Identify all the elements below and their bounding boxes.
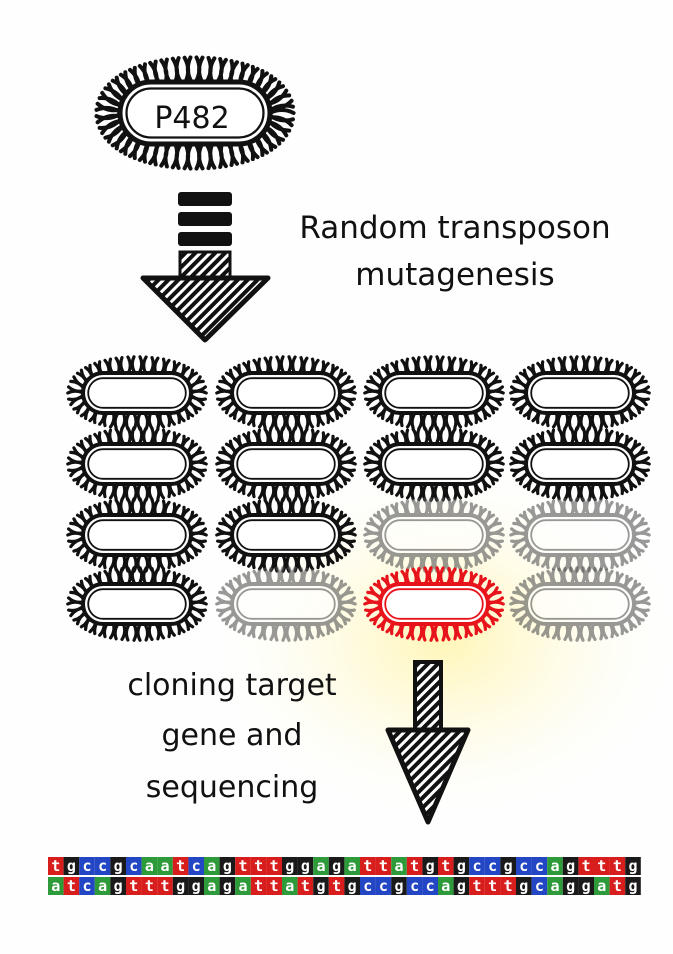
base-letter: c	[410, 877, 419, 895]
base-letter: a	[207, 857, 216, 875]
base-letter: a	[51, 877, 60, 895]
base-letter: t	[504, 877, 513, 895]
base-letter: g	[192, 877, 201, 895]
base-letter: t	[301, 877, 310, 895]
mutagenesis-label-line1: Random transposon	[299, 210, 610, 246]
base-letter: c	[129, 857, 138, 875]
base-letter: t	[472, 877, 481, 895]
base-letter: a	[316, 857, 325, 875]
base-letter: g	[223, 857, 232, 875]
base-letter: c	[82, 877, 91, 895]
base-letter: g	[457, 857, 466, 875]
base-letter: a	[394, 857, 403, 875]
base-letter: a	[441, 877, 450, 895]
base-letter: c	[535, 877, 544, 895]
base-letter: t	[160, 877, 169, 895]
base-letter: c	[488, 857, 497, 875]
base-letter: g	[223, 877, 232, 895]
mutagenesis-arrow	[143, 192, 268, 340]
base-letter: t	[441, 857, 450, 875]
base-letter: c	[519, 857, 528, 875]
base-letter: g	[566, 857, 575, 875]
base-letter: t	[613, 877, 622, 895]
cloning-label-line2: gene and	[162, 718, 303, 753]
base-letter: g	[426, 857, 435, 875]
base-letter: a	[145, 857, 154, 875]
base-letter: g	[114, 857, 123, 875]
mutant-cell-r1-c0	[68, 428, 206, 500]
cloning-label-line3: sequencing	[146, 770, 319, 805]
base-letter: a	[550, 877, 559, 895]
base-letter: t	[597, 857, 606, 875]
base-letter: t	[238, 857, 247, 875]
base-letter: t	[176, 857, 185, 875]
mutant-cell-r0-c3	[511, 357, 649, 429]
mutant-cell-r0-c2	[365, 357, 503, 429]
cloning-label-line1: cloning target	[127, 668, 337, 703]
base-letter: g	[582, 877, 591, 895]
mutagenesis-label-line2: mutagenesis	[355, 257, 554, 293]
mutant-cell-r0-c1	[217, 357, 355, 429]
base-letter: a	[207, 877, 216, 895]
base-letter: t	[51, 857, 60, 875]
mutant-cell-r3-c0	[68, 568, 206, 640]
base-letter: g	[176, 877, 185, 895]
base-letter: c	[426, 877, 435, 895]
base-letter: t	[363, 857, 372, 875]
mutant-cell-r0-c0	[68, 357, 206, 429]
base-letter: g	[285, 857, 294, 875]
base-letter: g	[628, 877, 637, 895]
base-letter: t	[145, 877, 154, 895]
base-letter: g	[457, 877, 466, 895]
base-letter: t	[410, 857, 419, 875]
base-letter: g	[394, 877, 403, 895]
base-letter: c	[98, 857, 107, 875]
base-letter: t	[129, 877, 138, 895]
base-letter: g	[332, 857, 341, 875]
base-letter: t	[379, 857, 388, 875]
strain-label: P482	[154, 101, 229, 136]
base-letter: c	[363, 877, 372, 895]
base-letter: t	[270, 857, 279, 875]
base-letter: g	[316, 877, 325, 895]
base-letter: t	[254, 877, 263, 895]
base-letter: g	[566, 877, 575, 895]
base-letter: c	[472, 857, 481, 875]
base-letter: t	[582, 857, 591, 875]
base-letter: c	[192, 857, 201, 875]
base-letter: a	[98, 877, 107, 895]
base-letter: t	[254, 857, 263, 875]
base-letter: g	[628, 857, 637, 875]
base-letter: t	[270, 877, 279, 895]
base-letter: g	[348, 877, 357, 895]
base-letter: t	[488, 877, 497, 895]
base-letter: g	[114, 877, 123, 895]
base-letter: g	[504, 857, 513, 875]
base-letter: t	[67, 877, 76, 895]
base-letter: t	[613, 857, 622, 875]
base-letter: c	[379, 877, 388, 895]
base-letter: t	[332, 877, 341, 895]
base-letter: a	[348, 857, 357, 875]
base-letter: a	[597, 877, 606, 895]
base-letter: a	[550, 857, 559, 875]
base-letter: g	[67, 857, 76, 875]
base-letter: c	[535, 857, 544, 875]
base-letter: g	[301, 857, 310, 875]
base-letter: a	[238, 877, 247, 895]
mutant-cell-r2-c0	[68, 499, 206, 571]
base-letter: a	[160, 857, 169, 875]
base-letter: a	[285, 877, 294, 895]
base-letter: g	[519, 877, 528, 895]
base-letter: c	[82, 857, 91, 875]
